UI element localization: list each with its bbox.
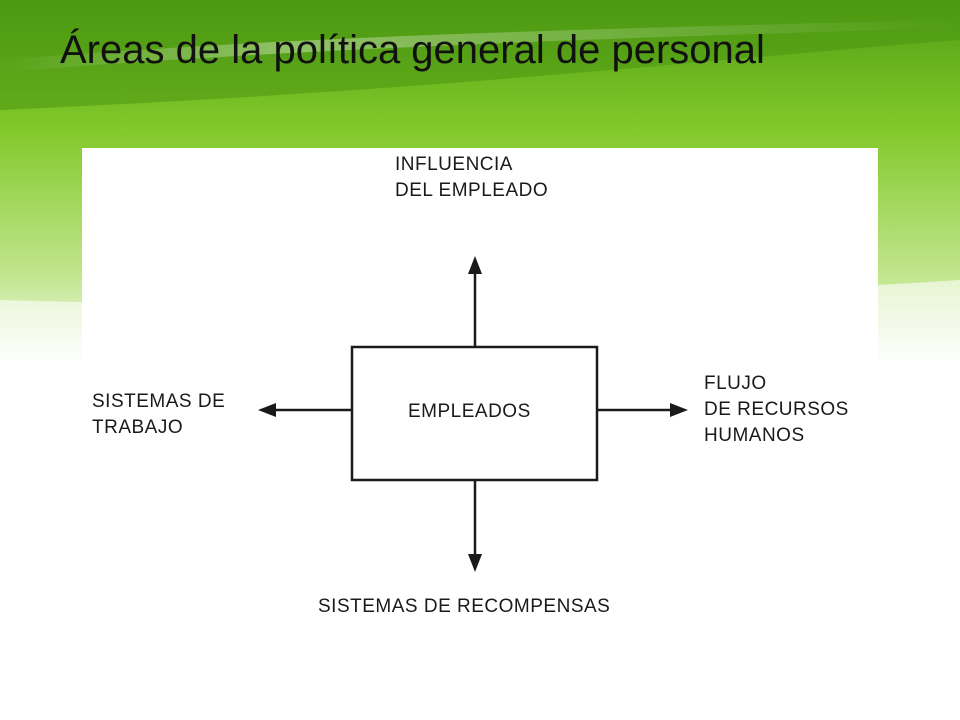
top-label-line-2: DEL EMPLEADO <box>395 180 549 201</box>
arrow-right-head <box>670 403 688 417</box>
left-label: SISTEMAS DE TRABAJO <box>92 389 225 441</box>
arrow-left-head <box>258 403 276 417</box>
top-label-line-1: INFLUENCIA <box>395 154 513 175</box>
left-label-line-2: TRABAJO <box>92 417 184 438</box>
bottom-label: SISTEMAS DE RECOMPENSAS <box>318 596 611 617</box>
right-label-line-1: FLUJO <box>704 373 767 394</box>
slide-title: Áreas de la política general de personal <box>60 28 765 72</box>
arrow-up-head <box>468 256 482 274</box>
left-label-line-1: SISTEMAS DE <box>92 391 226 412</box>
diagram-panel: EMPLEADOS INFLUENCIA DEL EMPLEADO SISTEM… <box>82 148 878 668</box>
right-label: FLUJO DE RECURSOS HUMANOS <box>704 371 849 449</box>
right-label-line-3: HUMANOS <box>704 425 805 446</box>
right-label-line-2: DE RECURSOS <box>704 399 849 420</box>
top-label: INFLUENCIA DEL EMPLEADO <box>395 152 548 204</box>
center-label: EMPLEADOS <box>408 401 531 422</box>
diagram-lines <box>258 256 688 572</box>
arrow-down-head <box>468 554 482 572</box>
